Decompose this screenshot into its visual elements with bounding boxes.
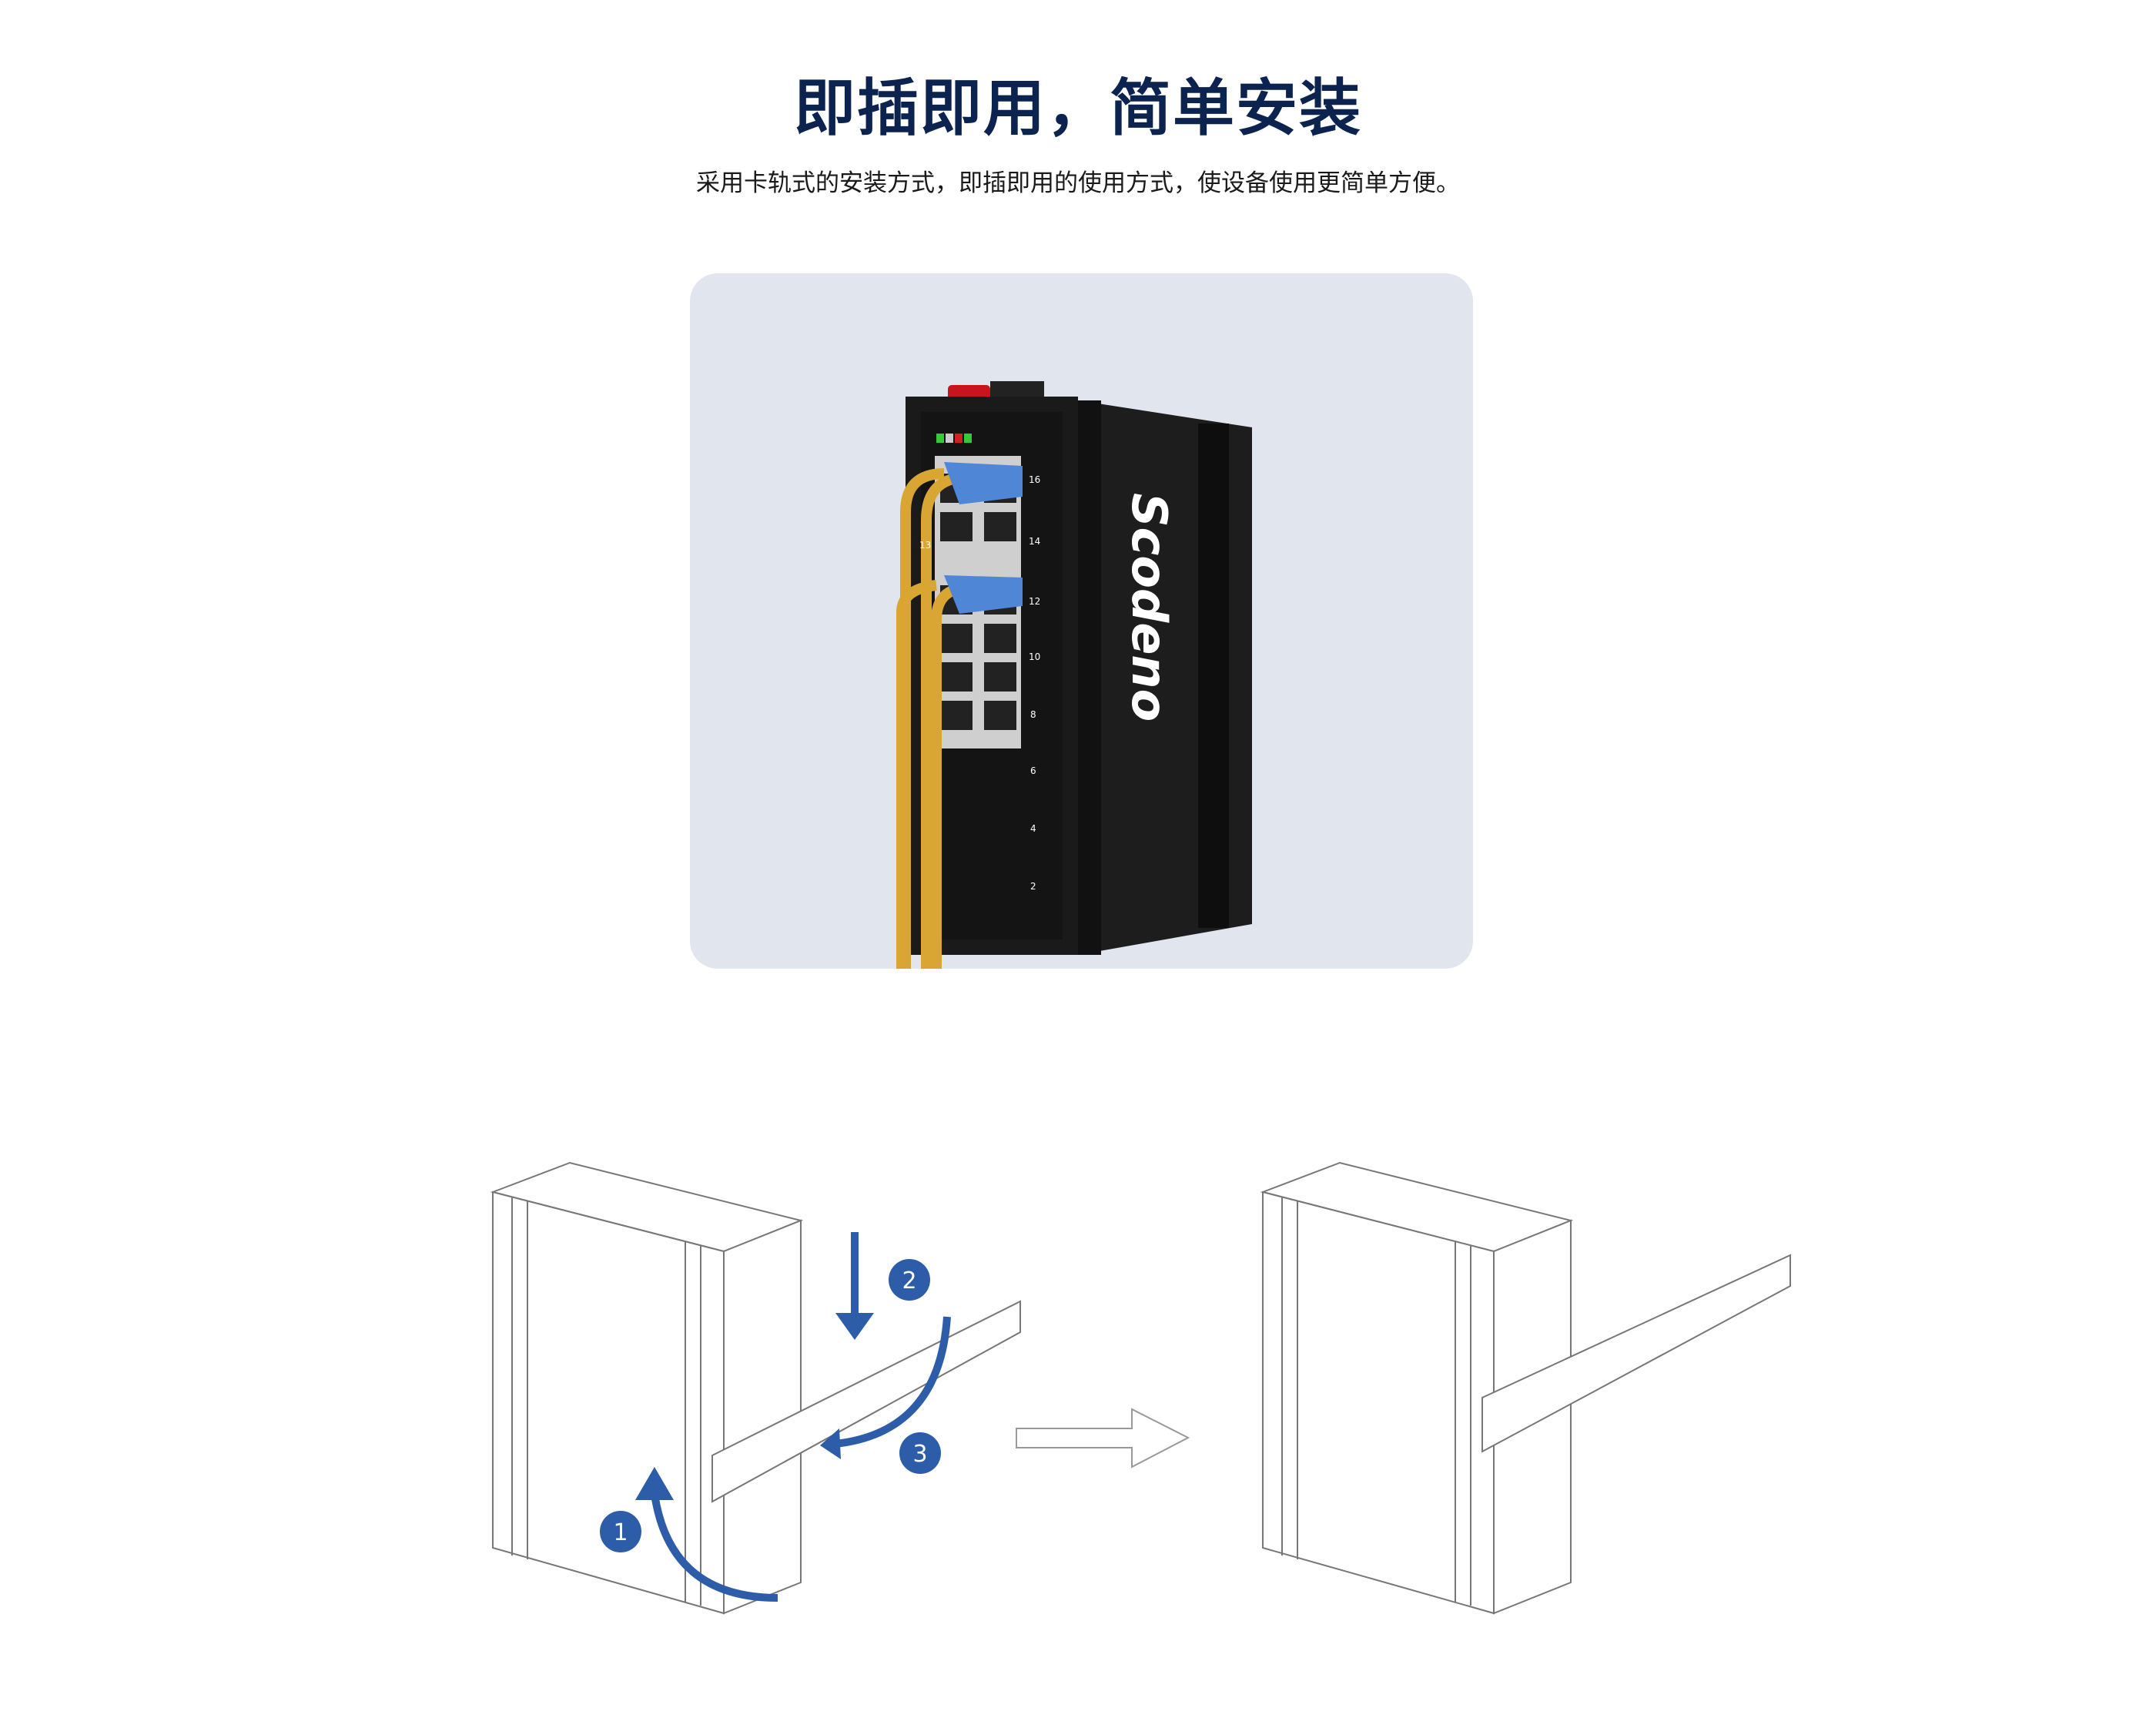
port-label: 8 [1030, 709, 1036, 720]
svg-text:2: 2 [902, 1268, 916, 1294]
port-label: 10 [1029, 651, 1040, 662]
step-3-badge: 3 [899, 1432, 941, 1474]
port-label: 4 [1030, 823, 1036, 834]
page-subtitle: 采用卡轨式的安装方式，即插即用的使用方式，使设备使用更简单方便。 [696, 169, 1460, 197]
switch-illustration: 16 14 13 12 10 8 6 4 2 Scodeno [896, 381, 1252, 969]
port-label: 6 [1030, 765, 1036, 776]
page-title: 即插即用，简单安装 [794, 72, 1362, 144]
din-rail-installation-diagram: 1 2 3 [0, 1078, 2156, 1694]
step-2-badge: 2 [889, 1259, 930, 1301]
step-1-badge: 1 [600, 1511, 641, 1552]
product-image-panel: 16 14 13 12 10 8 6 4 2 Scodeno [690, 273, 1473, 969]
svg-text:1: 1 [613, 1519, 628, 1546]
svg-text:3: 3 [912, 1441, 927, 1468]
port-label: 16 [1029, 474, 1040, 485]
port-label: 14 [1029, 536, 1040, 547]
port-label: 13 [919, 540, 931, 551]
port-label: 2 [1030, 881, 1036, 892]
port-label: 12 [1029, 596, 1040, 607]
brand-logo: Scodeno [1121, 493, 1177, 722]
